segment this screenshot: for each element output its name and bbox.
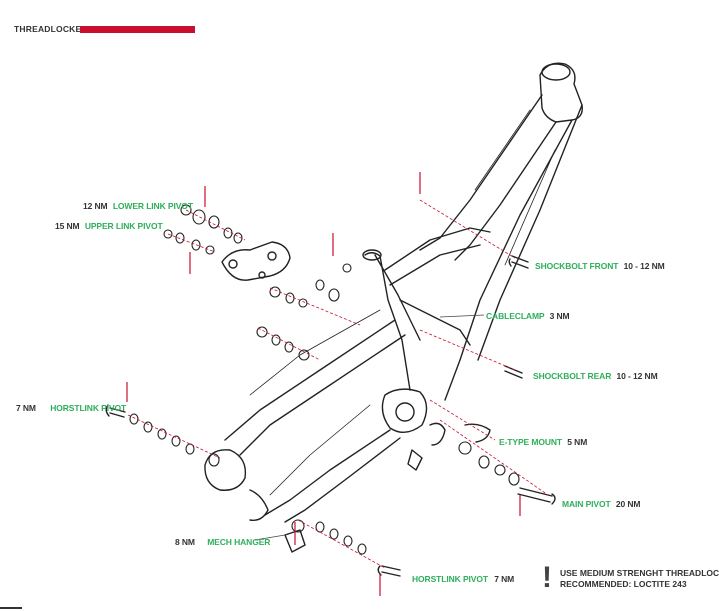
horstlink-pivot-bottom-torque: 7 NM [494, 574, 515, 584]
upper-link-pivot-callout: 15 NM UPPER LINK PIVOT [55, 221, 163, 231]
rear-dropout [204, 449, 247, 491]
lower-link-pivot-callout: 12 NM LOWER LINK PIVOT [83, 201, 193, 211]
threadlocker-legend-swatch [80, 26, 195, 33]
shockbolt-rear-callout: SHOCKBOLT REAR 10 - 12 NM [533, 371, 658, 381]
mech-hanger-label: MECH HANGER [207, 537, 271, 547]
horstlink-pivot-left-label: HORSTLINK PIVOT [50, 403, 127, 413]
upper-link-pivot-torque: 15 NM [55, 221, 80, 231]
seat-tube [364, 252, 421, 391]
cableclamp-torque: 3 NM [549, 311, 570, 321]
page-corner-rule [0, 607, 22, 609]
cableclamp-label: CABLECLAMP [486, 311, 545, 321]
threadlocker-note: USE MEDIUM STRENGHT THREADLOCKER RECOMME… [560, 568, 719, 590]
bottom-bracket [381, 388, 428, 433]
threadlocker-note-line2: RECOMMENDED: LOCTITE 243 [560, 579, 687, 589]
upper-link [221, 241, 291, 281]
horstlink-pivot-left-torque: 7 NM [16, 403, 36, 413]
top-tube [419, 94, 557, 261]
legend-label: THREADLOCKER [14, 24, 88, 34]
threadlocker-note-line1: USE MEDIUM STRENGHT THREADLOCKER [560, 568, 719, 578]
shockbolt-rear-label: SHOCKBOLT REAR [533, 371, 612, 381]
etype-mount-torque: 5 NM [567, 437, 588, 447]
shockbolt-rear-torque: 10 - 12 NM [616, 371, 658, 381]
etype-mount-callout: E-TYPE MOUNT 5 NM [499, 437, 587, 447]
lower-link-pivot-torque: 12 NM [83, 201, 108, 211]
etype-mount-label: E-TYPE MOUNT [499, 437, 563, 447]
main-pivot-label: MAIN PIVOT [562, 499, 611, 509]
shockbolt-front-label: SHOCKBOLT FRONT [535, 261, 619, 271]
mech-hanger-callout: 8 NM MECH HANGER [175, 537, 270, 547]
main-pivot-callout: MAIN PIVOT 20 NM [562, 499, 641, 509]
mech-hanger-torque: 8 NM [175, 537, 195, 547]
seat-stay [224, 319, 406, 456]
horstlink-pivot-left-callout: 7 NM HORSTLINK PIVOT [16, 403, 126, 413]
shockbolt-front-callout: SHOCKBOLT FRONT 10 - 12 NM [535, 261, 665, 271]
horstlink-pivot-bottom-callout: HORSTLINK PIVOT 7 NM [412, 574, 514, 584]
chain-stay [264, 429, 401, 523]
shockbolt-front-torque: 10 - 12 NM [623, 261, 665, 271]
main-pivot-torque: 20 NM [615, 499, 641, 509]
cableclamp-callout: CABLECLAMP 3 NM [486, 311, 570, 321]
lower-link-pivot-label: LOWER LINK PIVOT [112, 201, 193, 211]
warning-icon: ! [542, 561, 552, 594]
head-tube [539, 62, 583, 123]
upper-link-pivot-label: UPPER LINK PIVOT [84, 221, 163, 231]
down-tube [444, 104, 583, 401]
horstlink-pivot-bottom-label: HORSTLINK PIVOT [412, 574, 488, 584]
